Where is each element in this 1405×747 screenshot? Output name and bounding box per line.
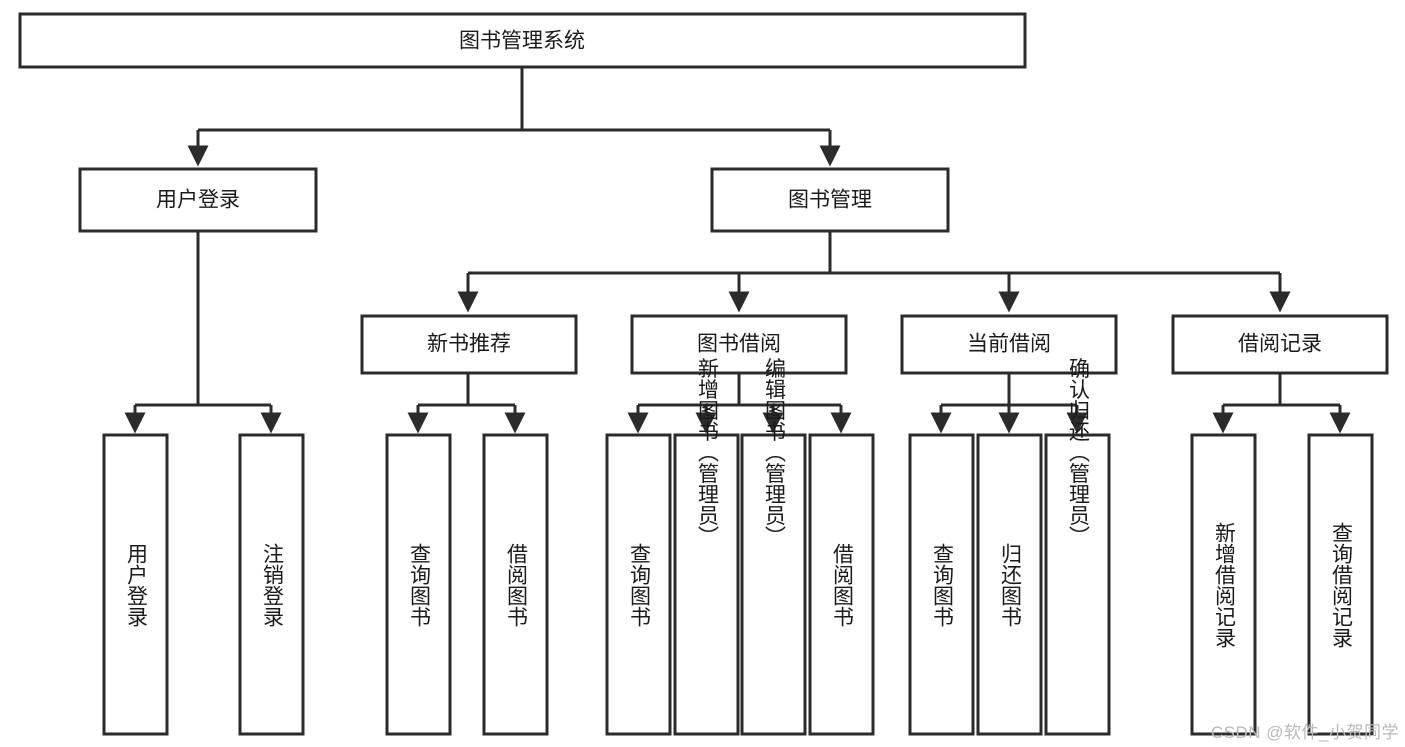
node-bookmgmt-label: 图书管理 [788, 189, 872, 212]
node-leaf4-label: 借阅图书 [504, 543, 528, 627]
edge-group-newbook [407, 373, 526, 434]
node-leaf13-box[interactable] [1307, 433, 1374, 736]
node-leaf10-label: 归还图书 [998, 543, 1022, 627]
node-bookmgmt-box[interactable] [710, 167, 950, 233]
node-borrow[interactable]: 图书借阅 [630, 314, 848, 375]
node-leaf11-label: 确认归还（管理员） [1066, 358, 1090, 547]
edge-group-records [1212, 373, 1351, 434]
node-leaf5-label: 查询图书 [627, 543, 651, 627]
node-leaf12[interactable]: 新增借阅记录 [1190, 433, 1257, 736]
node-newbook[interactable]: 新书推荐 [360, 314, 578, 375]
edge-group-login [124, 231, 282, 434]
node-leaf1-box[interactable] [102, 433, 169, 736]
node-leaf4[interactable]: 借阅图书 [482, 433, 549, 736]
node-leaf7-box[interactable] [740, 433, 807, 736]
node-leaf8-box[interactable] [808, 433, 875, 736]
node-leaf13-label: 查询借阅记录 [1329, 522, 1353, 648]
node-leaf7[interactable]: 编辑图书（管理员） [740, 358, 807, 736]
node-leaf10-box[interactable] [976, 433, 1043, 736]
node-records-label: 借阅记录 [1238, 333, 1322, 356]
node-leaf3-box[interactable] [385, 433, 452, 736]
node-leaf12-box[interactable] [1190, 433, 1257, 736]
node-leaf2-box[interactable] [238, 433, 305, 736]
node-borrow-box[interactable] [630, 314, 848, 375]
edge-group-root [187, 67, 841, 167]
node-leaf9-box[interactable] [908, 433, 975, 736]
node-login[interactable]: 用户登录 [78, 167, 318, 233]
node-root-box[interactable] [18, 12, 1027, 69]
node-leaf4-box[interactable] [482, 433, 549, 736]
node-newbook-box[interactable] [360, 314, 578, 375]
node-records-box[interactable] [1171, 314, 1389, 375]
node-login-box[interactable] [78, 167, 318, 233]
node-leaf9-label: 查询图书 [930, 543, 954, 627]
node-root[interactable]: 图书管理系统 [18, 12, 1027, 69]
node-leaf3[interactable]: 查询图书 [385, 433, 452, 736]
node-leaf9[interactable]: 查询图书 [908, 433, 975, 736]
node-leaf5-box[interactable] [605, 433, 672, 736]
node-leaf13[interactable]: 查询借阅记录 [1307, 433, 1374, 736]
node-current[interactable]: 当前借阅 [900, 314, 1118, 375]
edge-group-bookmgmt [457, 231, 1291, 313]
edge-group-current [930, 373, 1088, 434]
node-leaf7-label: 编辑图书（管理员） [762, 358, 786, 547]
node-leaf10[interactable]: 归还图书 [976, 433, 1043, 736]
node-leaf1[interactable]: 用户登录 [102, 433, 169, 736]
node-records[interactable]: 借阅记录 [1171, 314, 1389, 375]
node-leaf1-label: 用户登录 [124, 543, 148, 627]
node-leaf5[interactable]: 查询图书 [605, 433, 672, 736]
node-leaf12-label: 新增借阅记录 [1212, 522, 1236, 648]
node-current-box[interactable] [900, 314, 1118, 375]
node-bookmgmt[interactable]: 图书管理 [710, 167, 950, 233]
edge-group-borrow [627, 373, 852, 434]
csdn-watermark: CSDN @软件_小贺同学 [1210, 723, 1399, 742]
node-leaf2[interactable]: 注销登录 [238, 433, 305, 736]
node-root-label: 图书管理系统 [459, 30, 585, 53]
node-newbook-label: 新书推荐 [427, 333, 511, 356]
node-leaf11-box[interactable] [1044, 433, 1111, 736]
node-login-label: 用户登录 [156, 189, 240, 212]
node-leaf2-label: 注销登录 [260, 543, 284, 627]
node-leaf6-label: 新增图书（管理员） [695, 358, 719, 547]
node-leaf8-label: 借阅图书 [830, 543, 854, 627]
node-borrow-label: 图书借阅 [697, 333, 781, 356]
node-leaf11[interactable]: 确认归还（管理员） [1044, 358, 1111, 736]
node-leaf8[interactable]: 借阅图书 [808, 433, 875, 736]
node-leaf3-label: 查询图书 [407, 543, 431, 627]
node-current-label: 当前借阅 [967, 333, 1051, 356]
node-leaf6-box[interactable] [673, 433, 740, 736]
node-leaf6[interactable]: 新增图书（管理员） [673, 358, 740, 736]
